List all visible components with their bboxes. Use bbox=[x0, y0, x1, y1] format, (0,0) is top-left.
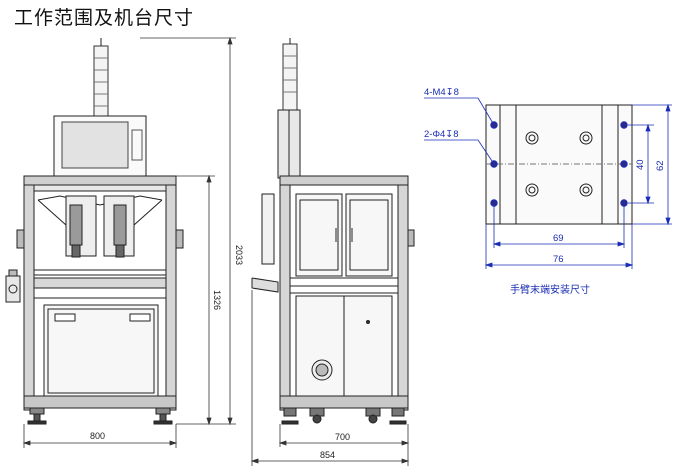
front-view bbox=[5, 38, 184, 425]
dim-front-height-total: 2033 bbox=[234, 245, 244, 265]
callout-pin-holes: 2-Φ4↧8 bbox=[424, 129, 459, 140]
dim-front-height-body: 1326 bbox=[212, 290, 222, 310]
mounting-plate bbox=[485, 104, 633, 225]
dim-plate-width-outer: 76 bbox=[553, 254, 564, 265]
dim-plate-width-inner: 69 bbox=[553, 233, 564, 244]
side-view bbox=[251, 38, 415, 425]
front-dimension-lines bbox=[22, 36, 236, 448]
page-title: 工作范围及机台尺寸 bbox=[14, 7, 195, 29]
callout-thread-holes: 4-M4↧8 bbox=[424, 87, 459, 98]
dim-plate-height-outer: 62 bbox=[655, 160, 666, 171]
plate-dimension-lines bbox=[424, 97, 672, 269]
dim-plate-height-inner: 40 bbox=[635, 159, 646, 170]
dim-side-depth-total: 854 bbox=[320, 450, 335, 460]
plate-caption: 手臂末端安装尺寸 bbox=[510, 285, 590, 296]
dim-front-width: 800 bbox=[90, 431, 105, 441]
dim-side-depth: 700 bbox=[335, 432, 350, 442]
side-dimension-lines bbox=[250, 290, 410, 466]
